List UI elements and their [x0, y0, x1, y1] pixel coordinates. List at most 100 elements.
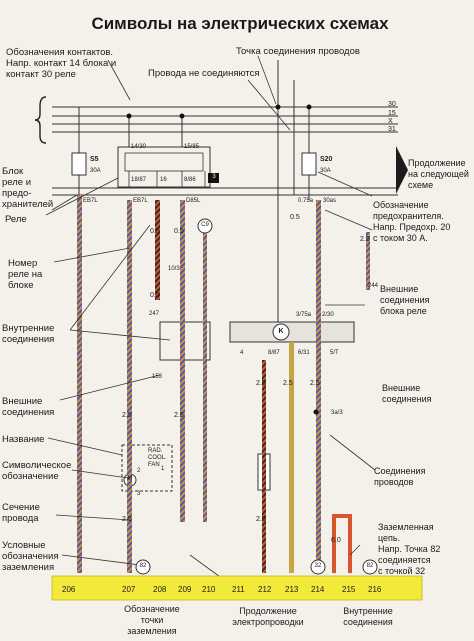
relay-contact-18-87: 18/87 [131, 177, 147, 183]
label-external-connections-left: Внешние соединения [2, 396, 55, 418]
label-ground-point-designation: Обозначение точки заземления [124, 604, 180, 636]
label-fuse-designation: Обозначение предохранителя. Напр. Предох… [373, 200, 451, 243]
label-wiring-continuation: Продолжение электропроводки [232, 606, 304, 627]
misc-1: 1 [161, 466, 165, 472]
misc-2: 2 [137, 468, 141, 474]
relay-coil [124, 152, 204, 172]
ground-mark-32: 32 [314, 563, 322, 569]
relay-box [117, 146, 211, 188]
wire-value-12: 6.0 [331, 537, 341, 544]
misc-0-75a: 0.75a [298, 198, 314, 204]
wire-value-7: 2.5 [360, 236, 370, 243]
bus-bars [52, 106, 398, 196]
misc-153: 153 [152, 374, 163, 380]
misc-2-30: 2/30 [322, 312, 334, 318]
label-wire-section: Сечение провода [2, 502, 40, 524]
ground-num-206: 206 [62, 585, 76, 594]
connector-eb7l-1: EB7L [83, 198, 98, 204]
continuation-arrow [396, 146, 408, 194]
label-symbolic-designation: Символическое обозначение [2, 460, 72, 482]
misc-10-3: 10/3 [168, 266, 180, 272]
misc-8-87: 8/87 [268, 350, 280, 356]
label-name: Название [2, 434, 45, 445]
fuse-s5-body [71, 152, 87, 176]
ground-mark-82-left: 82 [139, 563, 147, 569]
wire-value-1: 0.5 [174, 228, 184, 235]
ground-num-208: 208 [153, 585, 167, 594]
misc-247: 247 [149, 311, 160, 317]
wire-value-4: 2.5 [174, 412, 184, 419]
bus-label-15: 15 [388, 110, 396, 117]
label-relay: Реле [5, 214, 27, 225]
connector-k-label: K [278, 328, 284, 335]
fuse-s20-amp: 30A [320, 168, 331, 174]
annotation-lines [45, 55, 376, 599]
ground-num-215: 215 [342, 585, 356, 594]
fuse-s20-body [301, 152, 317, 176]
page-title: Символы на электрических схемах [91, 14, 389, 33]
fuse-s5-label: S5 [90, 156, 99, 163]
label-wire-connections: Соединения проводов [374, 466, 426, 487]
relay-contact-14-30: 14/30 [131, 144, 147, 150]
relay-contact-16: 16 [160, 177, 167, 183]
label-wire-not-connected: Провода не соединяются [148, 68, 260, 79]
relay-contacts [128, 171, 206, 187]
wire-value-10: 2.5 [122, 516, 132, 523]
misc-5-t: 5/T [330, 350, 339, 356]
label-internal-connections: Внутренние соединения [2, 323, 55, 345]
wire-value-0: 0.5 [150, 228, 160, 235]
misc-3: 3 [137, 491, 141, 497]
fuse-s20-label: S20 [320, 156, 333, 163]
ground-num-214: 214 [311, 585, 325, 594]
misc-6-31: 6/31 [298, 350, 310, 356]
bus-label-x: X [388, 118, 393, 125]
ground-num-212: 212 [258, 585, 272, 594]
fan-label: RAD. COOL. FAN [148, 448, 167, 468]
motor-label: M [127, 476, 133, 482]
bus-label-31: 31 [388, 126, 396, 133]
ground-num-210: 210 [202, 585, 216, 594]
ground-bar [51, 575, 423, 601]
relay-badge [208, 173, 219, 183]
wire-value-5: 2.5 [256, 380, 266, 387]
label-conventional-ground: Условные обозначения заземления [2, 540, 59, 573]
label-contact-designation: Обозначения контактов. Напр. контакт 14 … [6, 47, 117, 80]
wire-value-2: 0.5 [150, 292, 160, 299]
connector-k-box [229, 321, 355, 343]
label-internal-connection-bottom: Внутренние соединения [343, 606, 393, 627]
relay-contact-8-86: 8/86 [184, 177, 196, 183]
bus-brace [34, 96, 47, 144]
label-external-connections-right: Внешние соединения [382, 383, 432, 404]
label-relay-number: Номер реле на блоке [8, 258, 43, 291]
misc-30as: 30as [323, 198, 337, 204]
wire-value-8: 2.5 [283, 380, 293, 387]
misc-4: 4 [240, 350, 244, 356]
bus-label-30: 30 [388, 101, 396, 108]
relay-badge-number: 3 [212, 174, 216, 180]
label-ground-circuit: Заземленная цепь. Напр. Точка 82 соединя… [378, 522, 441, 576]
fuse-s5-amp: 30A [90, 168, 101, 174]
wire-value-11: 2.5 [256, 516, 266, 523]
wires [77, 195, 370, 573]
wire-value-9: 2.5 [310, 380, 320, 387]
ground-circles [135, 218, 378, 575]
connector-eb7l-2: EB7L [133, 198, 148, 204]
ground-mark-82-right: 82 [366, 563, 374, 569]
label-relay-fuse-block: Блок реле и предо- хранителей [2, 166, 54, 210]
label-continued-next: Продолжение на следующей схеме [408, 158, 469, 190]
ground-num-207: 207 [122, 585, 136, 594]
misc-3-75a: 3/75a [296, 312, 312, 318]
misc-3a-3: 3a/3 [331, 410, 343, 416]
fan-box [121, 444, 173, 492]
wire-value-6: 0.5 [290, 214, 300, 221]
ground-num-211: 211 [232, 585, 245, 594]
relay-contact-15-85: 15/85 [184, 144, 200, 150]
thin-connections [78, 60, 310, 322]
connector-k-ring [272, 323, 290, 341]
ground-num-216: 216 [368, 585, 382, 594]
ground-num-209: 209 [178, 585, 192, 594]
misc-c9: C9 [201, 222, 209, 228]
junction-dots [126, 104, 319, 415]
